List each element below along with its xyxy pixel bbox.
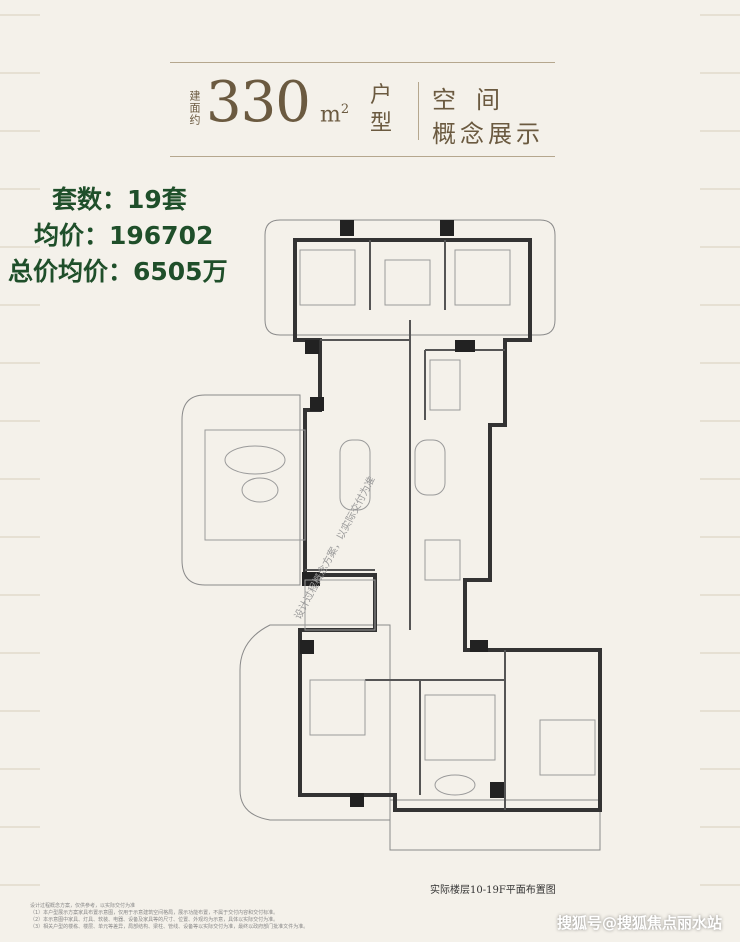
sets-count: 套数：19套	[52, 185, 187, 214]
furniture	[204, 249, 596, 796]
right-border-pattern	[700, 0, 740, 942]
column	[340, 220, 354, 236]
plan-caption: 实际楼层10-19F平面布置图	[430, 885, 556, 896]
bathroom-fixtures	[384, 259, 431, 306]
bed	[454, 249, 511, 306]
area-unit-base: m	[320, 102, 341, 128]
area-value: 330	[206, 70, 311, 135]
bed	[539, 719, 596, 776]
left-border-pattern	[0, 0, 40, 942]
interior-walls	[305, 240, 506, 810]
disclaimer-notes: 设计过程概念方案，仅供参考，以实际交付为准 （1）本户型展示方案家具布置示意图，…	[30, 903, 590, 931]
kitchen-counter	[429, 359, 461, 411]
unit-type-label: 户型	[370, 83, 393, 136]
header-top-rule	[170, 62, 555, 63]
bed	[309, 679, 366, 736]
structural-columns	[300, 220, 504, 807]
area-unit: m2	[320, 102, 349, 127]
dining-table	[339, 439, 371, 511]
column	[300, 640, 314, 654]
coffee-table	[241, 477, 279, 503]
disclaimer-line: （1）本户型展示方案家具布置示意图，仅用于示意建筑空间格局，展示功能布置，不属于…	[30, 910, 279, 916]
floor-plan: 设计过程概念方案，以实际交付为准	[181, 219, 602, 851]
balcony-outlines	[181, 219, 601, 851]
column	[470, 640, 488, 652]
title-header: 建面约 330 m2 户型 空间 概念展示	[170, 62, 555, 157]
sofa	[224, 445, 286, 475]
column	[305, 340, 319, 354]
lower-balcony-outline	[239, 624, 391, 821]
column	[310, 397, 324, 411]
top-balcony-outline	[264, 219, 556, 336]
disclaimer-line: （2）本示意图中家具、灯具、软装、电器、设备及家具等的尺寸、位置、外观均为示意，…	[30, 917, 279, 923]
wardrobe	[304, 579, 376, 631]
column	[455, 340, 475, 352]
column	[302, 572, 320, 586]
total-average-price: 总价均价：6505万	[8, 257, 228, 286]
bathroom-fixtures	[424, 694, 496, 761]
column	[350, 793, 364, 807]
column	[490, 782, 504, 798]
average-price: 均价：196702	[34, 221, 214, 250]
disclaimer-line: 设计过程概念方案，仅供参考，以实际交付为准	[30, 903, 136, 909]
living-rug	[204, 429, 306, 541]
concept-title-line1: 空间	[432, 86, 520, 114]
bed	[299, 249, 356, 306]
source-watermark: 搜狐号@搜狐焦点丽水站	[556, 914, 722, 932]
concept-title-line2: 概念展示	[432, 120, 544, 148]
disclaimer-line: （3）相关户型的楼栋、楼层、单元等差异，局部结构、梁柱、管线、设备等以实际交付为…	[30, 924, 309, 930]
pantry-counter	[424, 539, 461, 581]
left-balcony-outline	[181, 394, 301, 586]
header-divider	[418, 82, 419, 140]
area-unit-sup: 2	[340, 102, 350, 117]
bathtub	[434, 774, 476, 796]
column	[440, 220, 454, 236]
bottom-balcony-outline	[389, 799, 601, 851]
approx-area-label: 建面约	[188, 90, 201, 126]
header-bottom-rule	[170, 156, 555, 157]
sales-stats: 套数：19套 均价：196702 总价均价：6505万	[8, 182, 248, 290]
kitchen-island	[414, 439, 446, 496]
